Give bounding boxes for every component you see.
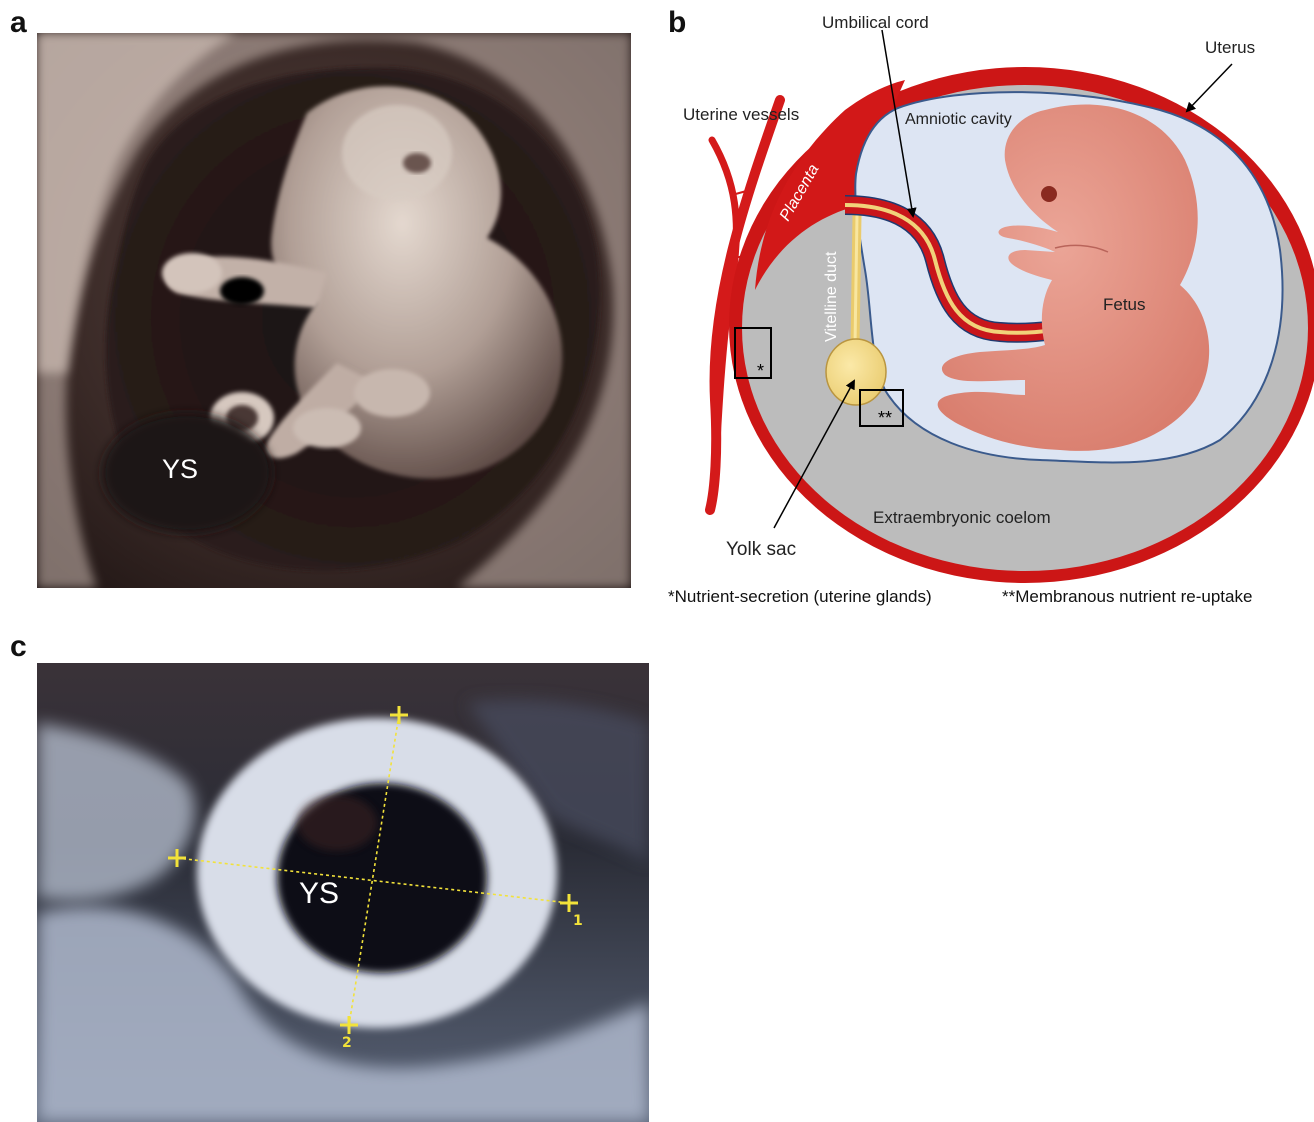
vitelline-duct-label: Vitelline duct bbox=[823, 251, 840, 342]
extraembryonic-coelom-label: Extraembryonic coelom bbox=[873, 508, 1051, 527]
panel-letter-a: a bbox=[10, 8, 27, 38]
footnote-reuptake-mark: ** bbox=[1002, 587, 1015, 606]
fetus-label: Fetus bbox=[1103, 295, 1146, 314]
caliper-label-2: 2 bbox=[342, 1035, 352, 1051]
nutrient-secretion-box-mark: * bbox=[757, 361, 764, 381]
yolk-sac-label: Yolk sac bbox=[726, 539, 796, 560]
caliper-label-1: 1 bbox=[573, 913, 583, 929]
uterus-arrow bbox=[1187, 64, 1232, 111]
panel-a-ys-label: YS bbox=[162, 454, 198, 484]
panel-letter-c: c bbox=[10, 632, 27, 662]
amniotic-cavity-label: Amniotic cavity bbox=[905, 111, 1012, 128]
footnote-secretion: *Nutrient-secretion (uterine glands) bbox=[668, 587, 932, 607]
panel-a-3d-ultrasound-image: YS bbox=[37, 33, 631, 588]
footnote-reuptake-text: Membranous nutrient re-uptake bbox=[1015, 587, 1252, 606]
panel-c-2d-ultrasound-image: 1 2 YS bbox=[37, 663, 649, 1122]
footnote-secretion-text: Nutrient-secretion (uterine glands) bbox=[675, 587, 932, 606]
uterus-label: Uterus bbox=[1205, 38, 1255, 57]
fetus-eye bbox=[1041, 186, 1057, 202]
footnote-secretion-mark: * bbox=[668, 587, 675, 606]
panel-c-ys-label: YS bbox=[299, 877, 339, 910]
nutrient-reuptake-box-mark: ** bbox=[878, 408, 892, 428]
uterine-vessels-label: Uterine vessels bbox=[683, 105, 799, 124]
footnote-reuptake: **Membranous nutrient re-uptake bbox=[1002, 587, 1252, 607]
yolk-sac bbox=[826, 339, 886, 405]
umbilical-cord-label: Umbilical cord bbox=[822, 13, 929, 32]
panel-b-schematic: Placenta Amniotic cavity Vitelline duct … bbox=[660, 0, 1314, 625]
